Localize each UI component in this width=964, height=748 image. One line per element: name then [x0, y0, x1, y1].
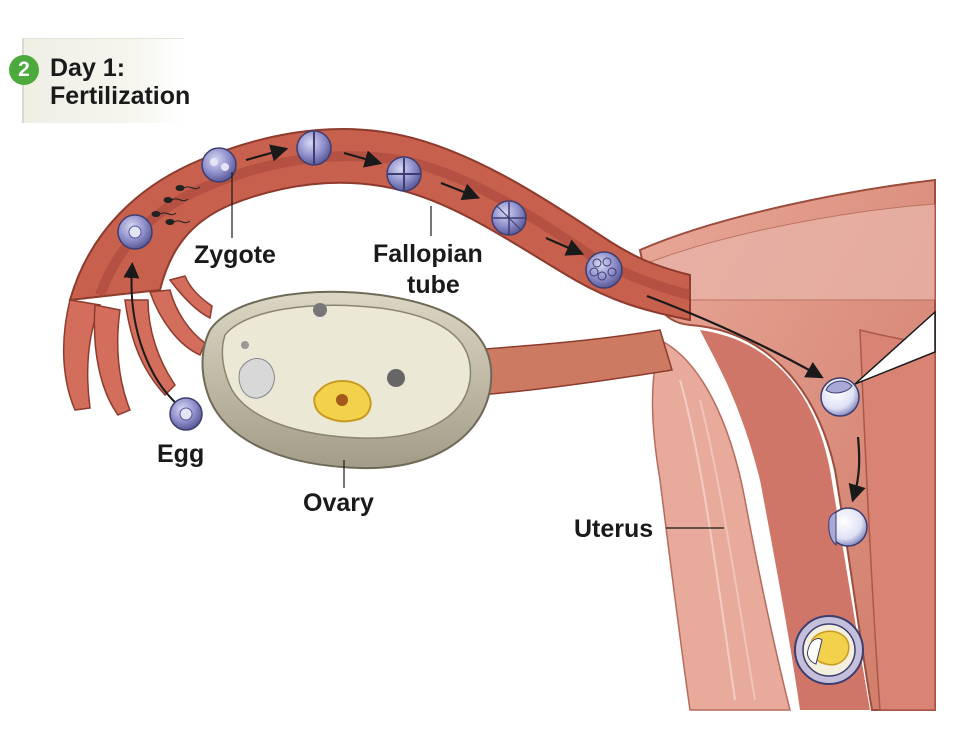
blastocyst-1 [820, 377, 860, 417]
uterus-label: Uterus [574, 515, 654, 543]
zygote-label: Zygote [194, 241, 276, 269]
zygote-cell [201, 147, 237, 183]
egg-path-arrow [123, 262, 179, 406]
four-cell-stage [386, 156, 422, 192]
fallopian-label-line1: Fallopian [373, 240, 483, 268]
callout-wedge [854, 310, 936, 385]
ovary [201, 290, 493, 470]
progression-arrows [245, 144, 866, 503]
leader-lines [231, 172, 724, 529]
fallopian-label-line2: tube [407, 271, 460, 299]
egg-label: Egg [157, 440, 205, 468]
step-title: Day 1: [50, 54, 126, 82]
uterus [638, 178, 936, 711]
ovary-label: Ovary [303, 489, 374, 517]
blastocyst-2 [828, 507, 868, 547]
implanted-embryo [794, 615, 864, 685]
egg-cell-upper [117, 214, 153, 250]
ovarian-ligament [469, 329, 673, 396]
eight-cell-stage [491, 200, 527, 236]
step-subtitle: Fertilization [50, 82, 191, 110]
sperm-group [151, 185, 201, 225]
morula [585, 251, 623, 289]
step-number-badge: 2 [9, 55, 39, 85]
egg-cell [169, 397, 203, 431]
two-cell-stage [296, 130, 332, 166]
